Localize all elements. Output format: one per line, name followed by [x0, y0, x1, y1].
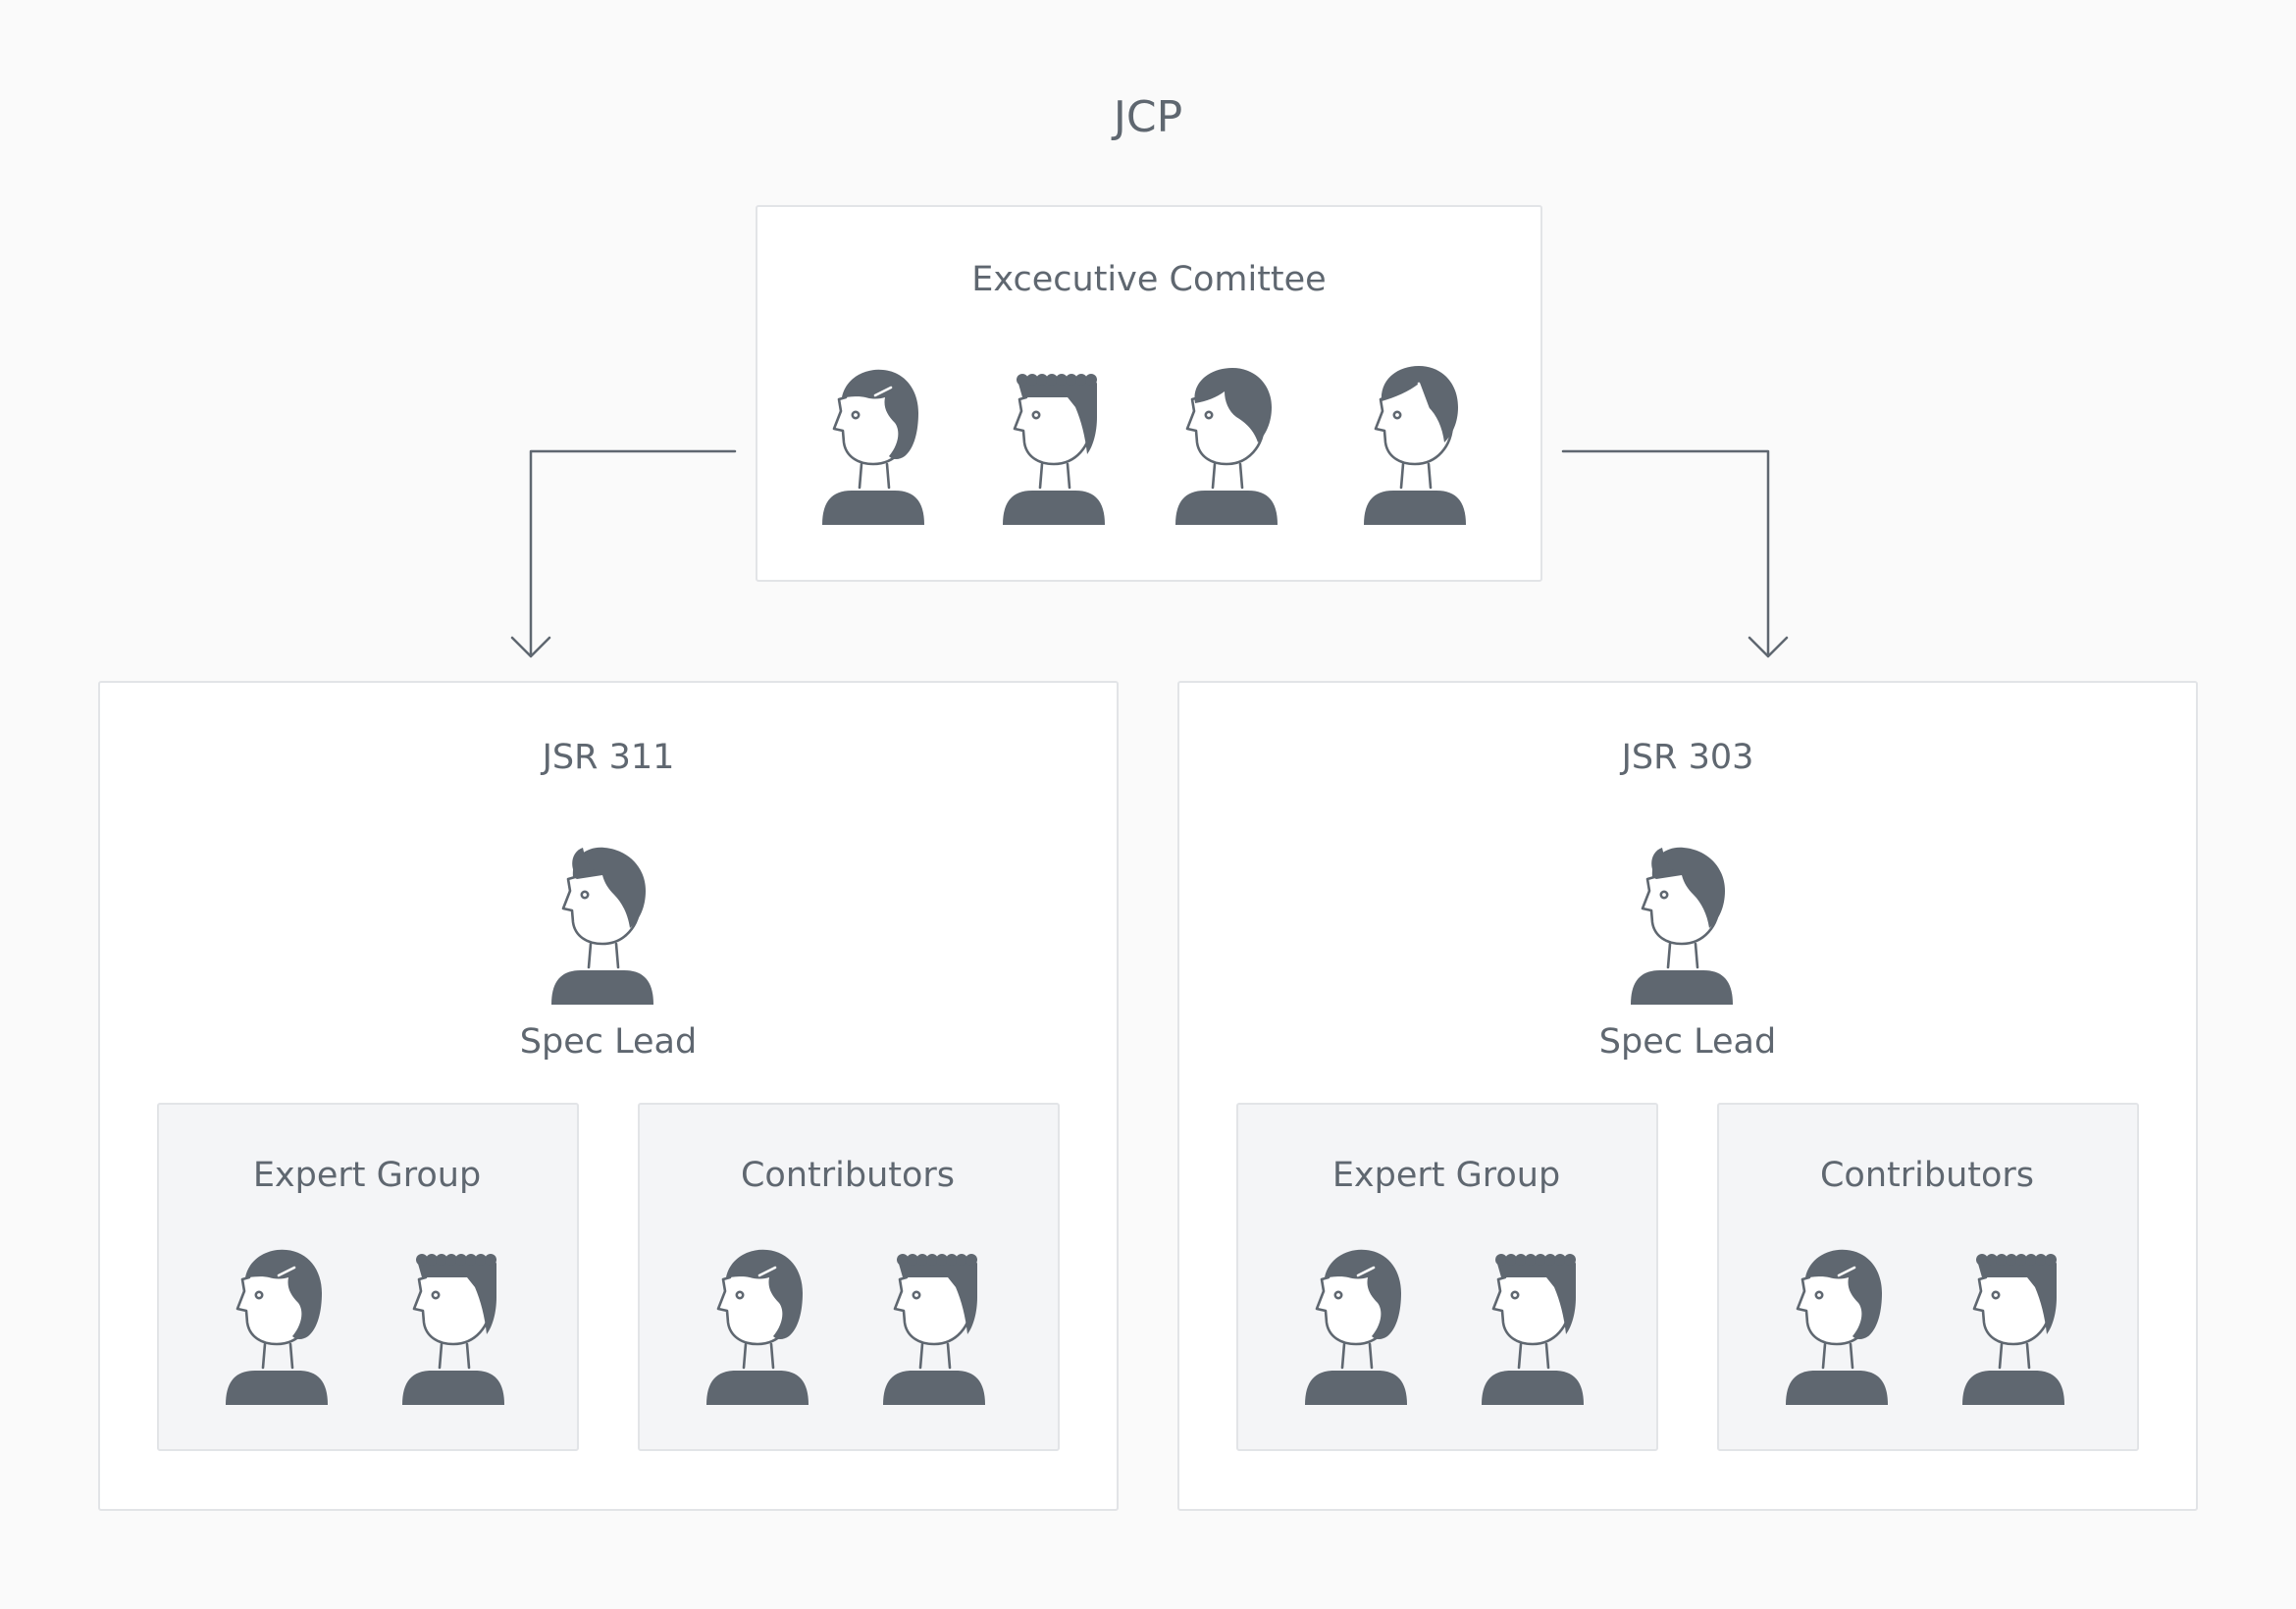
- person-curly-hair-icon: [883, 1254, 985, 1405]
- person-curly-hair-icon: [402, 1254, 504, 1405]
- person-curly-hair-icon: [1482, 1254, 1584, 1405]
- jsr-303-expert-group-title: Expert Group: [1331, 1156, 1561, 1195]
- person-bob-hair-icon: [1786, 1249, 1888, 1405]
- person-side-part-icon: [1364, 366, 1466, 525]
- jsr-311-spec-lead-label: Spec Lead: [519, 1022, 698, 1062]
- person-bob-hair-icon: [822, 369, 924, 525]
- jsr-311-title: JSR 311: [542, 738, 675, 777]
- person-quiff-hair-icon: [551, 847, 653, 1005]
- person-bob-hair-icon: [706, 1249, 809, 1405]
- person-quiff-hair-icon: [1631, 847, 1733, 1005]
- arrow-exec-to-jsr-303: [1561, 449, 1789, 658]
- jsr-311-expert-group-title: Expert Group: [252, 1156, 482, 1195]
- arrow-exec-to-jsr-311: [510, 449, 737, 658]
- diagram-title: JCP: [1113, 92, 1183, 142]
- jsr-311-contributors-title: Contributors: [740, 1156, 956, 1195]
- jsr-303-contributors-title: Contributors: [1819, 1156, 2035, 1195]
- person-bob-hair-icon: [1305, 1249, 1407, 1405]
- jsr-303-spec-lead-label: Spec Lead: [1598, 1022, 1777, 1062]
- person-swept-hair-icon: [1175, 368, 1278, 525]
- person-bob-hair-icon: [226, 1249, 328, 1405]
- person-curly-hair-icon: [1962, 1254, 2064, 1405]
- jsr-303-title: JSR 303: [1621, 738, 1754, 777]
- executive-committee-title: Excecutive Comittee: [971, 260, 1327, 299]
- person-curly-hair-icon: [1003, 374, 1105, 525]
